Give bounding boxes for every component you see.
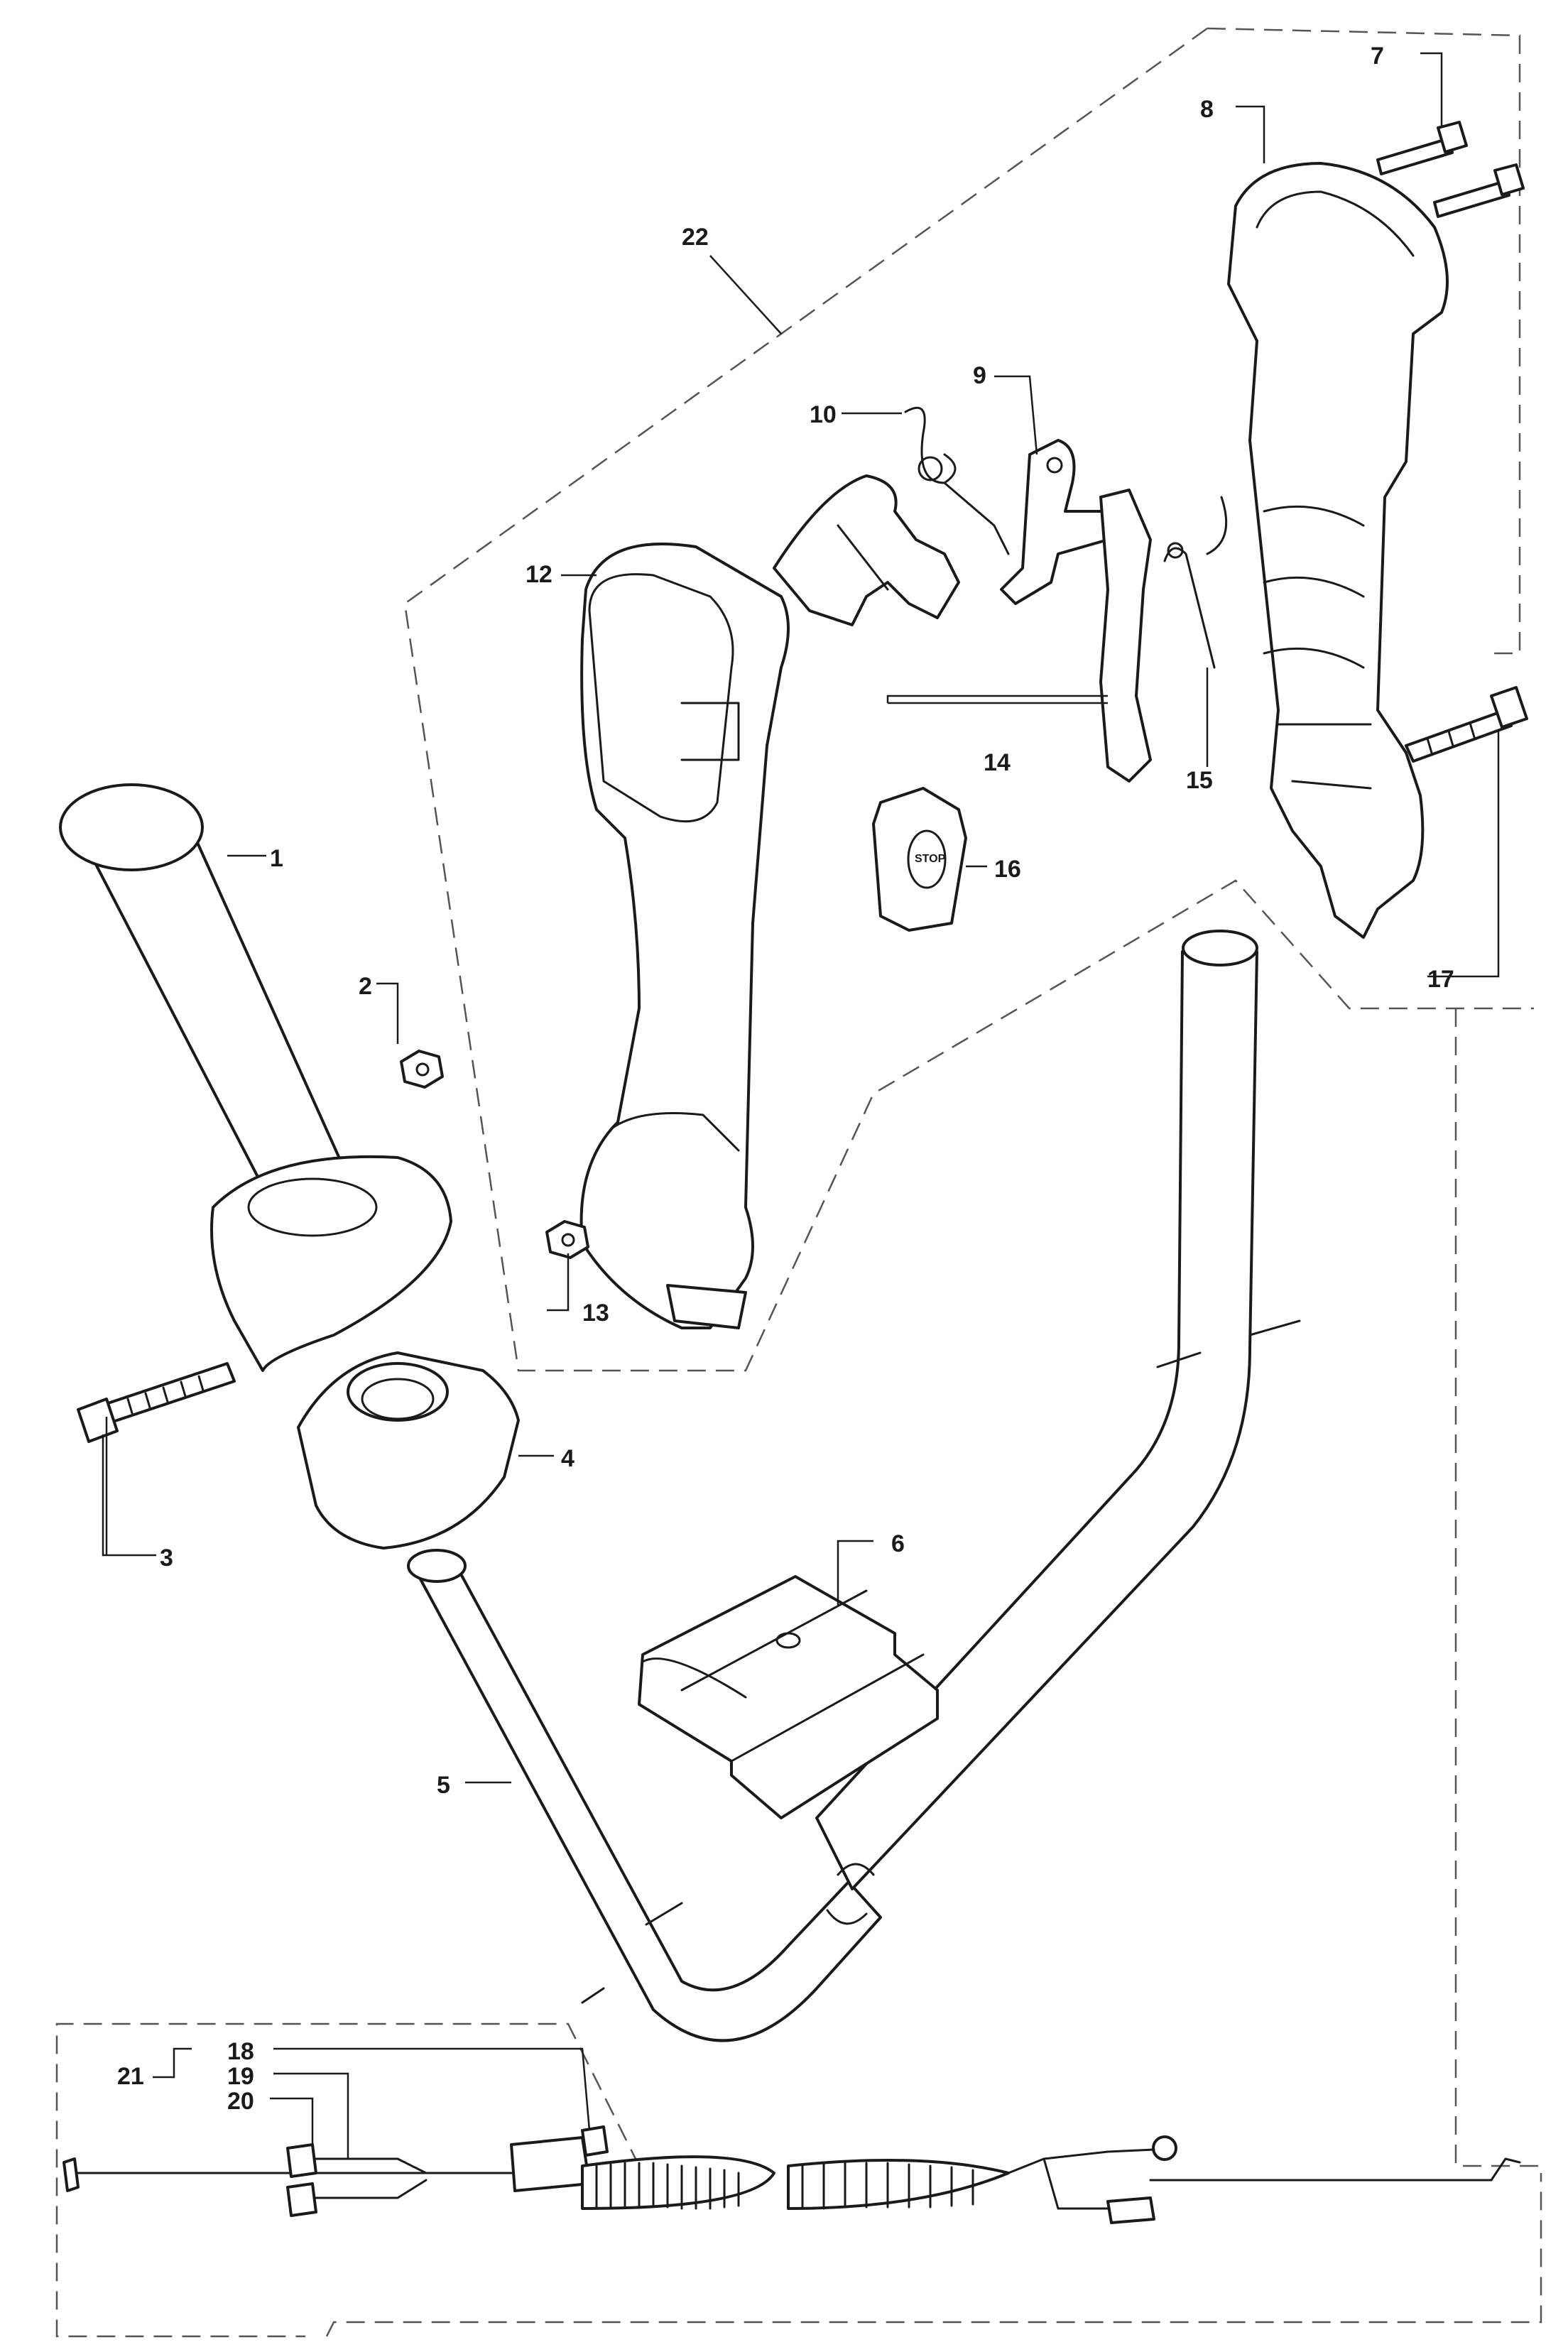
callout-18: 18: [227, 2038, 254, 2065]
callout-7: 7: [1371, 43, 1384, 70]
group-21-outline: [55, 1008, 1542, 2338]
callout-1: 1: [270, 845, 283, 872]
spring-part-10: [904, 406, 1010, 555]
group-22-outline: [403, 27, 1534, 1372]
leader-lines: [102, 52, 1500, 2159]
callout-3: 3: [160, 1545, 173, 1572]
stop-switch-part-16: STOP: [872, 787, 967, 932]
callout-8: 8: [1200, 96, 1214, 123]
rail-bracket-part-6: [638, 1575, 939, 1819]
callout-5: 5: [437, 1772, 450, 1799]
callout-22: 22: [682, 224, 709, 251]
callout-4: 4: [561, 1445, 575, 1472]
callout-labels: 7 8 22 9 10 12 14 15 16 1 2 17 13 4 6 3 …: [117, 43, 1454, 2115]
callout-20: 20: [227, 2088, 254, 2115]
callout-14: 14: [984, 749, 1011, 776]
bolt-part-3: [77, 1362, 236, 1443]
callout-10: 10: [810, 401, 837, 428]
callout-2: 2: [359, 973, 372, 1000]
stop-switch-text: STOP: [915, 853, 946, 865]
callout-12: 12: [526, 561, 552, 588]
rear-handle-part-12: [579, 543, 790, 1329]
callout-17: 17: [1427, 966, 1454, 993]
callout-13: 13: [582, 1300, 609, 1327]
clamp-part-4: [297, 1351, 520, 1550]
spring-part-15: [1163, 496, 1228, 669]
nut-part-13: [545, 1220, 589, 1259]
callout-21: 21: [117, 2063, 144, 2090]
callout-19: 19: [227, 2063, 254, 2090]
screw-part-17: [1405, 686, 1528, 763]
tube-part-5: [407, 930, 1301, 2042]
callout-6: 6: [891, 1530, 905, 1557]
callout-16: 16: [994, 856, 1021, 883]
callout-15: 15: [1186, 767, 1213, 794]
callout-9: 9: [973, 362, 986, 389]
nut-part-2: [400, 1050, 444, 1089]
handle-housing-part-8: [1227, 162, 1449, 939]
screws-part-7: [1376, 121, 1525, 218]
grip-handle-part-1: [59, 783, 452, 1372]
wiring-harness-parts-18-20: [62, 2125, 1521, 2224]
throttle-assembly-part-14: [773, 474, 1152, 783]
trigger-lever-part-9: [1000, 439, 1109, 605]
